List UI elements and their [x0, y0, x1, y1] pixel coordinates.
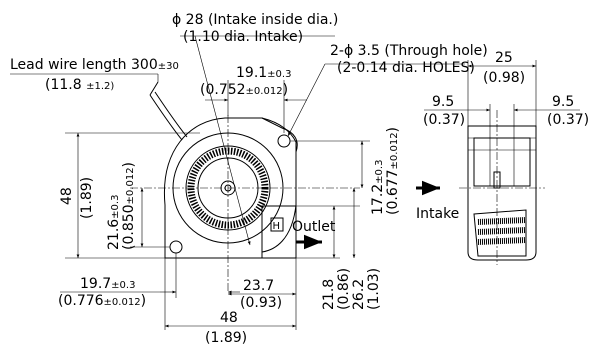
outlet-height1-inch-label: (0.86): [336, 268, 352, 310]
side-right-mm-label: 9.5: [552, 94, 574, 110]
outlet-height2-inch-label: (1.03): [366, 268, 382, 310]
through-hole-callout: 2-ϕ 3.5 (Through hole) (2-0.14 dia. HOLE…: [287, 43, 488, 137]
side-width-mm-label: 25: [495, 50, 513, 66]
right-height-label: 17.2±0.3: [370, 160, 386, 215]
through-hole-inch-label: (2-0.14 dia. HOLES): [337, 60, 475, 76]
side-left-inch-label: (0.37): [423, 112, 465, 128]
lead-wire-callout: Lead wire length 300±30 (11.8 ±1.2): [10, 57, 179, 93]
hole-spacing-dimension: 19.1±0.3 (0.752±0.012): [200, 65, 307, 133]
side-offset-dimensions: 9.5 (0.37) 9.5 (0.37): [423, 94, 589, 128]
mounting-ear-top: [261, 117, 298, 153]
hole-spacing-label: 19.1±0.3: [236, 65, 291, 81]
ul-mark: H: [273, 221, 281, 232]
right-height-inch-label: (0.677±0.012): [385, 127, 401, 215]
outlet-height2-mm-label: 26.2: [351, 279, 367, 310]
lead-wire-label: Lead wire length 300±30: [10, 57, 179, 73]
outlet-box: [261, 205, 297, 259]
lead-wire-2: [154, 91, 188, 138]
bottom-offset-dimension: 19.7±0.3 (0.776±0.012): [58, 253, 240, 309]
height-dimension: 48 (1.89): [59, 132, 200, 259]
center-height-label: 21.6±0.3: [106, 195, 122, 250]
height-inch-label: (1.89): [79, 177, 95, 219]
side-width-inch-label: (0.98): [483, 70, 525, 86]
lead-wire-1: [149, 94, 183, 141]
side-width-dimension: 25 (0.98): [467, 50, 537, 126]
intake-label: Intake: [416, 206, 459, 222]
bottom-offset-label: 19.7±0.3: [80, 276, 135, 292]
side-housing-outline: [467, 125, 537, 261]
through-hole-label: 2-ϕ 3.5 (Through hole): [330, 43, 488, 59]
outlet-label: Outlet: [292, 219, 336, 235]
side-left-mm-label: 9.5: [432, 94, 454, 110]
side-right-inch-label: (0.37): [547, 112, 589, 128]
ul-mark-box: [270, 217, 284, 232]
outlet-height1-mm-label: 21.8: [321, 279, 337, 310]
right-height-dimension: 17.2±0.3 (0.677±0.012): [290, 127, 401, 215]
side-outlet-grille: [473, 209, 527, 257]
bottom-offset-inch-label: (0.776±0.012): [58, 293, 146, 309]
side-motor-body: [473, 137, 531, 187]
intake-dia-inch-label: (1.10 dia. Intake): [183, 29, 303, 45]
intake-diameter-callout: ϕ 28 (Intake inside dia.) (1.10 dia. Int…: [172, 12, 338, 246]
mounting-hole-top: [277, 134, 291, 148]
width-mm-label: 48: [220, 310, 238, 326]
center-height-dimension: 21.6±0.3 (0.850±0.012): [106, 162, 170, 250]
outlet-width-dimension: 23.7 (0.93): [228, 258, 297, 311]
outlet-width-mm-label: 23.7: [243, 278, 274, 294]
lead-wire-end: [149, 81, 159, 96]
outlet-width-inch-label: (0.93): [240, 295, 282, 311]
hole-spacing-inch-label: (0.752±0.012): [200, 82, 288, 98]
height-mm-label: 48: [59, 187, 75, 205]
mounting-hole-bottom: [169, 240, 183, 254]
outlet-height-dimensions: 21.8 (0.86) 26.2 (1.03): [296, 188, 382, 310]
overall-width-dimension: 48 (1.89): [164, 258, 297, 346]
side-view: Intake: [416, 110, 545, 265]
fan-housing-outline: [163, 117, 297, 259]
intake-dia-label: ϕ 28 (Intake inside dia.): [172, 12, 338, 28]
center-height-inch-label: (0.850±0.012): [121, 162, 137, 250]
width-inch-label: (1.89): [205, 330, 247, 346]
lead-wire-inch-label: (11.8 ±1.2): [45, 77, 114, 93]
front-view: H Outlet: [130, 81, 360, 292]
